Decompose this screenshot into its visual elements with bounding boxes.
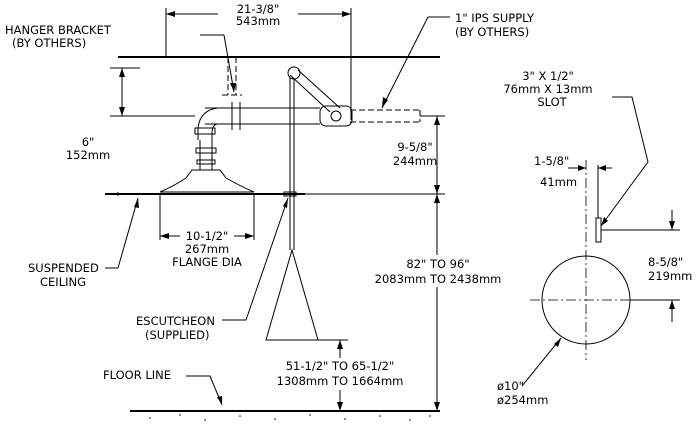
height-dim-mm: 2083mm TO 2438mm: [375, 272, 502, 286]
side-dim-mm: 219mm: [648, 269, 692, 283]
escutcheon-label-1: ESCUTCHEON: [136, 314, 215, 328]
slot-leader: [600, 96, 649, 227]
side-dim-in: 8-5/8": [648, 255, 683, 269]
escutcheon-leader: [222, 197, 289, 321]
dia-mm: ø254mm: [497, 393, 548, 407]
floor-label: FLOOR LINE: [103, 368, 171, 382]
six-dim-in: 6": [82, 135, 95, 149]
dia-in: ø10": [497, 379, 524, 393]
flange-dim-in: 10-1/2": [186, 229, 229, 243]
plan-slot: [595, 217, 602, 243]
top-dim-in: 21-3/8": [237, 2, 280, 16]
supply-leader: [381, 16, 429, 109]
supply-label-2: (BY OTHERS): [455, 25, 529, 39]
pull-handle: [265, 248, 319, 341]
hanger-leader: [223, 34, 235, 93]
shower-head: [159, 169, 255, 193]
supply-label-1: 1" IPS SUPPLY: [455, 11, 535, 25]
hanger-label-1: HANGER BRACKET: [5, 23, 112, 37]
ceiling-leader: [105, 197, 139, 269]
six-dim-mm: 152mm: [66, 148, 110, 162]
pull-dim-mm: 1308mm TO 1664mm: [277, 374, 404, 388]
valve-assembly: [287, 66, 353, 127]
pull-dim-in: 51-1/2" TO 65-1/2": [286, 359, 395, 373]
height-dim-in: 82" TO 96": [406, 257, 469, 271]
slot-label-1: 3" X 1/2": [522, 69, 574, 83]
nine-dim-mm: 244mm: [393, 154, 437, 168]
escutcheon: [283, 191, 297, 197]
offset-mm: 41mm: [540, 175, 577, 189]
slot-label-2: 76mm X 13mm: [503, 82, 592, 96]
flange-dim-label: FLANGE DIA: [172, 255, 242, 269]
slot-label-3: SLOT: [537, 95, 567, 109]
floor-leader: [186, 375, 223, 406]
top-dim-mm: 543mm: [236, 14, 280, 28]
suspended-label-2: CEILING: [40, 275, 86, 289]
escutcheon-label-2: (SUPPLIED): [145, 328, 209, 342]
dia-leader: [521, 337, 562, 387]
floor-hatch: [149, 414, 431, 421]
hanger-label-2: (BY OTHERS): [12, 36, 86, 50]
offset-in: 1-5/8": [534, 154, 569, 168]
suspended-label-1: SUSPENDED: [28, 261, 99, 275]
nine-dim-in: 9-5/8": [397, 140, 432, 154]
flange-dim-mm: 267mm: [185, 242, 229, 256]
